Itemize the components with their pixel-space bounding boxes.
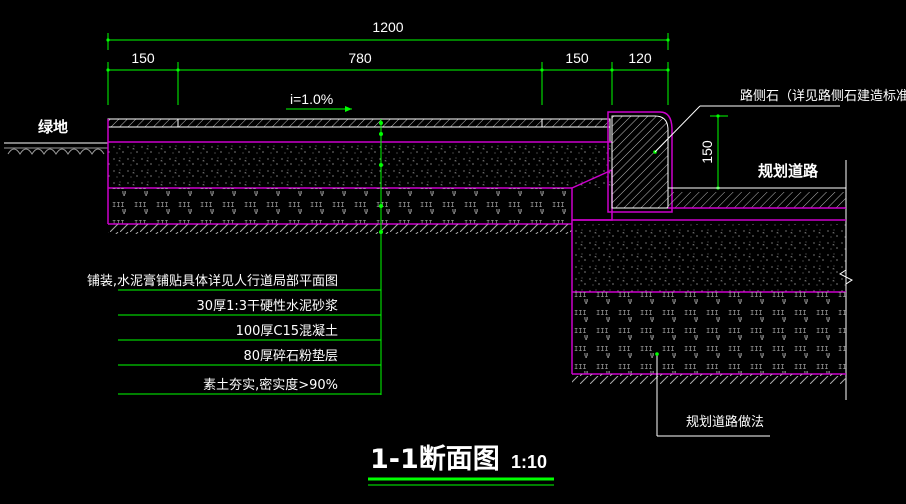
layer-label-soil: 素土夯实,密实度>90% <box>203 377 338 393</box>
road-compacted-soil <box>572 374 846 384</box>
layer-label-paving: 铺装,水泥膏铺贴具体详见人行道局部平面图 <box>87 273 338 289</box>
layer-labels: 铺装,水泥膏铺贴具体详见人行道局部平面图 30厚1:3干硬性水泥砂浆 100厚C… <box>87 273 338 393</box>
slope-text: i=1.0% <box>290 91 333 107</box>
curb-callout: 路侧石（详见路侧石建造标准） <box>654 88 906 153</box>
road-label: 规划道路 <box>758 162 819 180</box>
road-surface <box>668 192 846 208</box>
gravel-layer <box>108 188 572 224</box>
compacted-soil <box>108 224 572 234</box>
dimension-segments: 150 780 150 120 <box>106 50 670 105</box>
layer-label-concrete: 100厚C15混凝土 <box>236 323 338 339</box>
slope-indicator: i=1.0% <box>286 91 352 112</box>
sidewalk-section <box>107 118 613 234</box>
layer-label-mortar: 30厚1:3干硬性水泥砂浆 <box>197 299 338 314</box>
green-space-ground <box>4 142 108 155</box>
green-space-label: 绿地 <box>38 118 68 136</box>
mortar-layer <box>107 126 611 143</box>
road-method-callout: 规划道路做法 <box>655 352 770 437</box>
road-subbase-layer <box>572 292 846 374</box>
layer-label-gravel: 80厚碎石粉垫层 <box>243 348 338 364</box>
road-base-layer <box>572 224 846 292</box>
dimension-d3-text: 150 <box>565 50 589 66</box>
road-section <box>571 160 853 400</box>
drawing-scale: 1:10 <box>511 452 547 472</box>
drawing-title-block: 1-1断面图 1:10 <box>368 444 554 486</box>
drawing-title: 1-1断面图 <box>370 444 500 475</box>
slope-arrow-icon <box>345 106 352 112</box>
dimension-d1-text: 150 <box>131 50 155 66</box>
dimension-d2-text: 780 <box>348 50 372 66</box>
concrete-layer <box>108 142 612 188</box>
curb-label: 路侧石（详见路侧石建造标准） <box>740 88 906 104</box>
curb-stone <box>607 111 673 213</box>
curb-height-text: 150 <box>699 140 715 164</box>
layer-leader <box>118 119 383 395</box>
dimension-total: 1200 <box>106 19 670 50</box>
dimension-d4-text: 120 <box>628 50 652 66</box>
dimension-total-text: 1200 <box>372 19 403 35</box>
road-method-label: 规划道路做法 <box>686 414 764 430</box>
paving-layer <box>107 118 611 128</box>
